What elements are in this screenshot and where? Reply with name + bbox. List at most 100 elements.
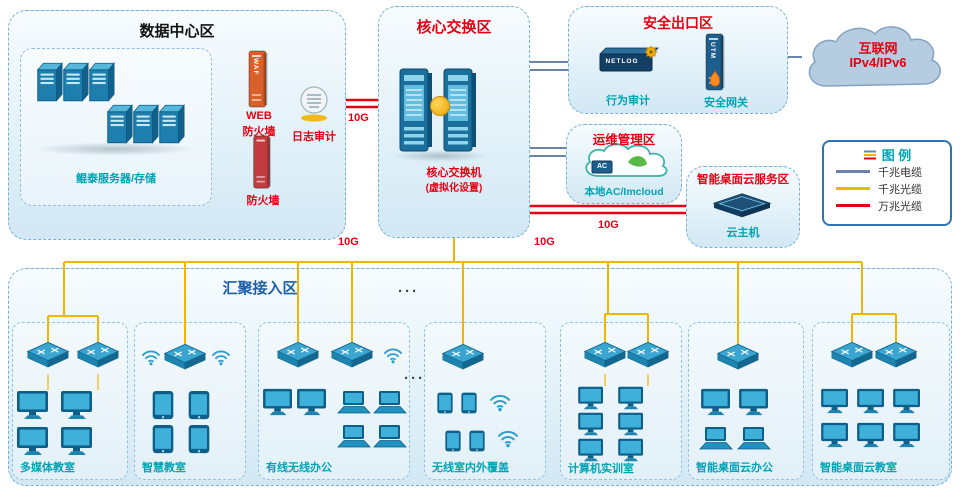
link-speed-label: 10G — [348, 112, 369, 124]
internet-cloud-icon — [808, 26, 941, 87]
zone-title-security: 安全出口区 — [643, 15, 713, 31]
server-shadow — [32, 142, 197, 156]
firewall-tower-icon — [250, 134, 276, 190]
flame-icon — [710, 70, 720, 87]
waf-label-line1: WEB — [246, 110, 272, 122]
monitor-icon — [262, 388, 294, 416]
netlog-device-text: NETLOG — [605, 58, 639, 65]
log-audit-icon — [300, 86, 328, 122]
legend-label-gigabit-fiber: 千兆光缆 — [878, 184, 922, 196]
log-audit-label: 日志审计 — [292, 131, 336, 143]
ops-label: 本地AC/Imcloud — [584, 186, 664, 198]
monitor-icon — [576, 412, 606, 436]
tablet-icon — [150, 390, 176, 420]
laptop-icon — [336, 390, 372, 416]
monitor-icon — [60, 390, 94, 420]
access-switch-icon — [276, 340, 320, 374]
zone-title-datacenter: 数据中心区 — [139, 23, 215, 40]
server-cube-icon — [86, 60, 116, 104]
access-switch-icon — [874, 340, 918, 374]
legend-title: 图 例 — [881, 148, 912, 163]
zone-title-aggregation: 汇聚接入区 — [222, 280, 298, 297]
internet-label-line1: 互联网 — [858, 41, 898, 56]
zone-title-core: 核心交换区 — [416, 19, 492, 36]
monitor-icon — [616, 412, 646, 436]
link-speed-label: 10G — [338, 236, 359, 248]
wifi-icon — [382, 346, 404, 364]
monitor-icon — [576, 386, 606, 410]
access-switch-icon — [163, 342, 207, 376]
monitor-icon — [296, 388, 328, 416]
wifi-icon — [210, 348, 232, 366]
waf-label-line2: 防火墙 — [242, 126, 276, 138]
monitor-icon — [60, 426, 94, 456]
tablet-icon — [150, 424, 176, 454]
room-label: 智能桌面云办公 — [696, 462, 773, 474]
legend-icon — [863, 150, 876, 159]
phone-icon — [436, 390, 454, 416]
more-links-dots: ··· — [398, 283, 419, 300]
more-rooms-dots: ··· — [404, 370, 425, 387]
laptop-icon — [336, 424, 372, 450]
room-label: 无线室内外覆盖 — [432, 462, 509, 474]
monitor-icon — [856, 422, 886, 448]
waf-tower-icon — [246, 48, 272, 110]
access-switch-icon — [76, 340, 120, 374]
legend-line-10g-fiber — [836, 204, 870, 207]
monitor-icon — [616, 438, 646, 462]
access-switch-icon — [830, 340, 874, 374]
phone-icon — [444, 428, 462, 454]
access-switch-icon — [716, 342, 760, 376]
legend-label-gigabit-copper: 千兆电缆 — [878, 167, 922, 179]
access-switch-icon — [330, 340, 374, 374]
legend-line-gigabit-fiber — [836, 187, 870, 190]
tablet-icon — [186, 390, 212, 420]
cloud-host-icon — [712, 192, 772, 220]
legend-line-gigabit-copper — [836, 170, 870, 173]
vsu-badge — [430, 96, 450, 116]
zone-title-ops: 运维管理区 — [592, 133, 656, 147]
monitor-icon — [16, 426, 50, 456]
firewall-label: 防火墙 — [246, 195, 280, 207]
access-switch-icon — [583, 340, 627, 374]
laptop-icon — [698, 426, 734, 452]
behavior-audit-label: 行为审计 — [606, 95, 650, 107]
wifi-icon — [488, 392, 512, 412]
phone-icon — [468, 428, 486, 454]
core-switch-label: 核心交换机 — [426, 167, 482, 179]
phone-icon — [460, 390, 478, 416]
access-switch-icon — [441, 342, 485, 376]
wifi-icon — [140, 348, 162, 366]
monitor-icon — [820, 422, 850, 448]
core-switch-icon — [398, 66, 434, 154]
utm-device-text: UTM — [709, 42, 716, 60]
room-label: 智能桌面云教室 — [820, 462, 897, 474]
core-switch-sublabel: (虚拟化设置) — [425, 183, 483, 194]
room-label: 多媒体教室 — [20, 462, 75, 474]
wifi-icon — [496, 428, 520, 448]
room-label: 智慧教室 — [142, 462, 186, 474]
link-speed-label: 10G — [598, 219, 619, 231]
monitor-icon — [700, 388, 732, 416]
cloud-host-label: 云主机 — [726, 227, 760, 239]
laptop-icon — [372, 424, 408, 450]
server-label: 鲲泰服务器/存储 — [75, 173, 157, 185]
internet-label-line2: IPv4/IPv6 — [849, 55, 907, 70]
access-switch-icon — [626, 340, 670, 374]
zone-title-desktop-cloud: 智能桌面云服务区 — [697, 174, 789, 186]
monitor-icon — [856, 388, 886, 414]
monitor-icon — [576, 438, 606, 462]
access-switch-icon — [26, 340, 70, 374]
monitor-icon — [892, 422, 922, 448]
tablet-icon — [186, 424, 212, 454]
monitor-icon — [892, 388, 922, 414]
room-label: 计算机实训室 — [568, 463, 634, 475]
monitor-icon — [16, 390, 50, 420]
laptop-icon — [736, 426, 772, 452]
ac-device-text: AC — [596, 163, 608, 170]
monitor-icon — [820, 388, 850, 414]
room-label: 有线无线办公 — [266, 462, 332, 474]
waf-device-text: WAF — [252, 58, 259, 76]
legend-label-10g-fiber: 万兆光缆 — [878, 201, 922, 213]
